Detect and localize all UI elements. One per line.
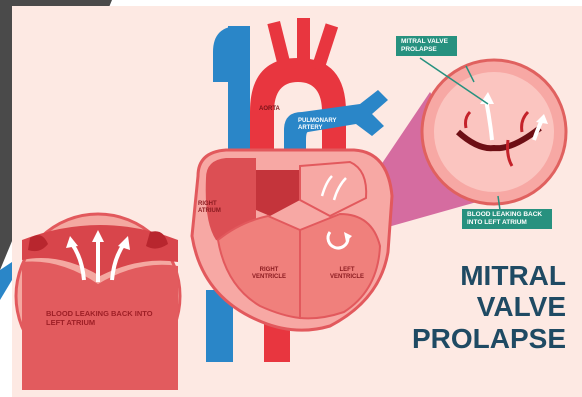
right-atrium-label: RIGHT ATRIUM	[198, 201, 238, 215]
blood-leaking-label: BLOOD LEAKING BACK INTO LEFT ATRIUM	[46, 310, 156, 327]
blood-leaking-tag: BLOOD LEAKING BACK INTO LEFT ATRIUM	[462, 209, 552, 229]
mitral-valve-prolapse-tag: MITRAL VALVE PROLAPSE	[396, 36, 457, 56]
title-line-3: PROLAPSE	[412, 323, 566, 354]
right-ventricle-label: RIGHT VENTRICLE	[249, 267, 289, 281]
page-title: MITRAL VALVE PROLAPSE	[412, 260, 566, 354]
title-line-2: VALVE	[412, 291, 566, 322]
title-line-1: MITRAL	[412, 260, 566, 291]
aorta-label: AORTA	[259, 106, 280, 113]
left-ventricle-label: LEFT VENTRICLE	[327, 267, 367, 281]
pulmonary-artery-label: PULMONARY ARTERY	[298, 118, 358, 132]
